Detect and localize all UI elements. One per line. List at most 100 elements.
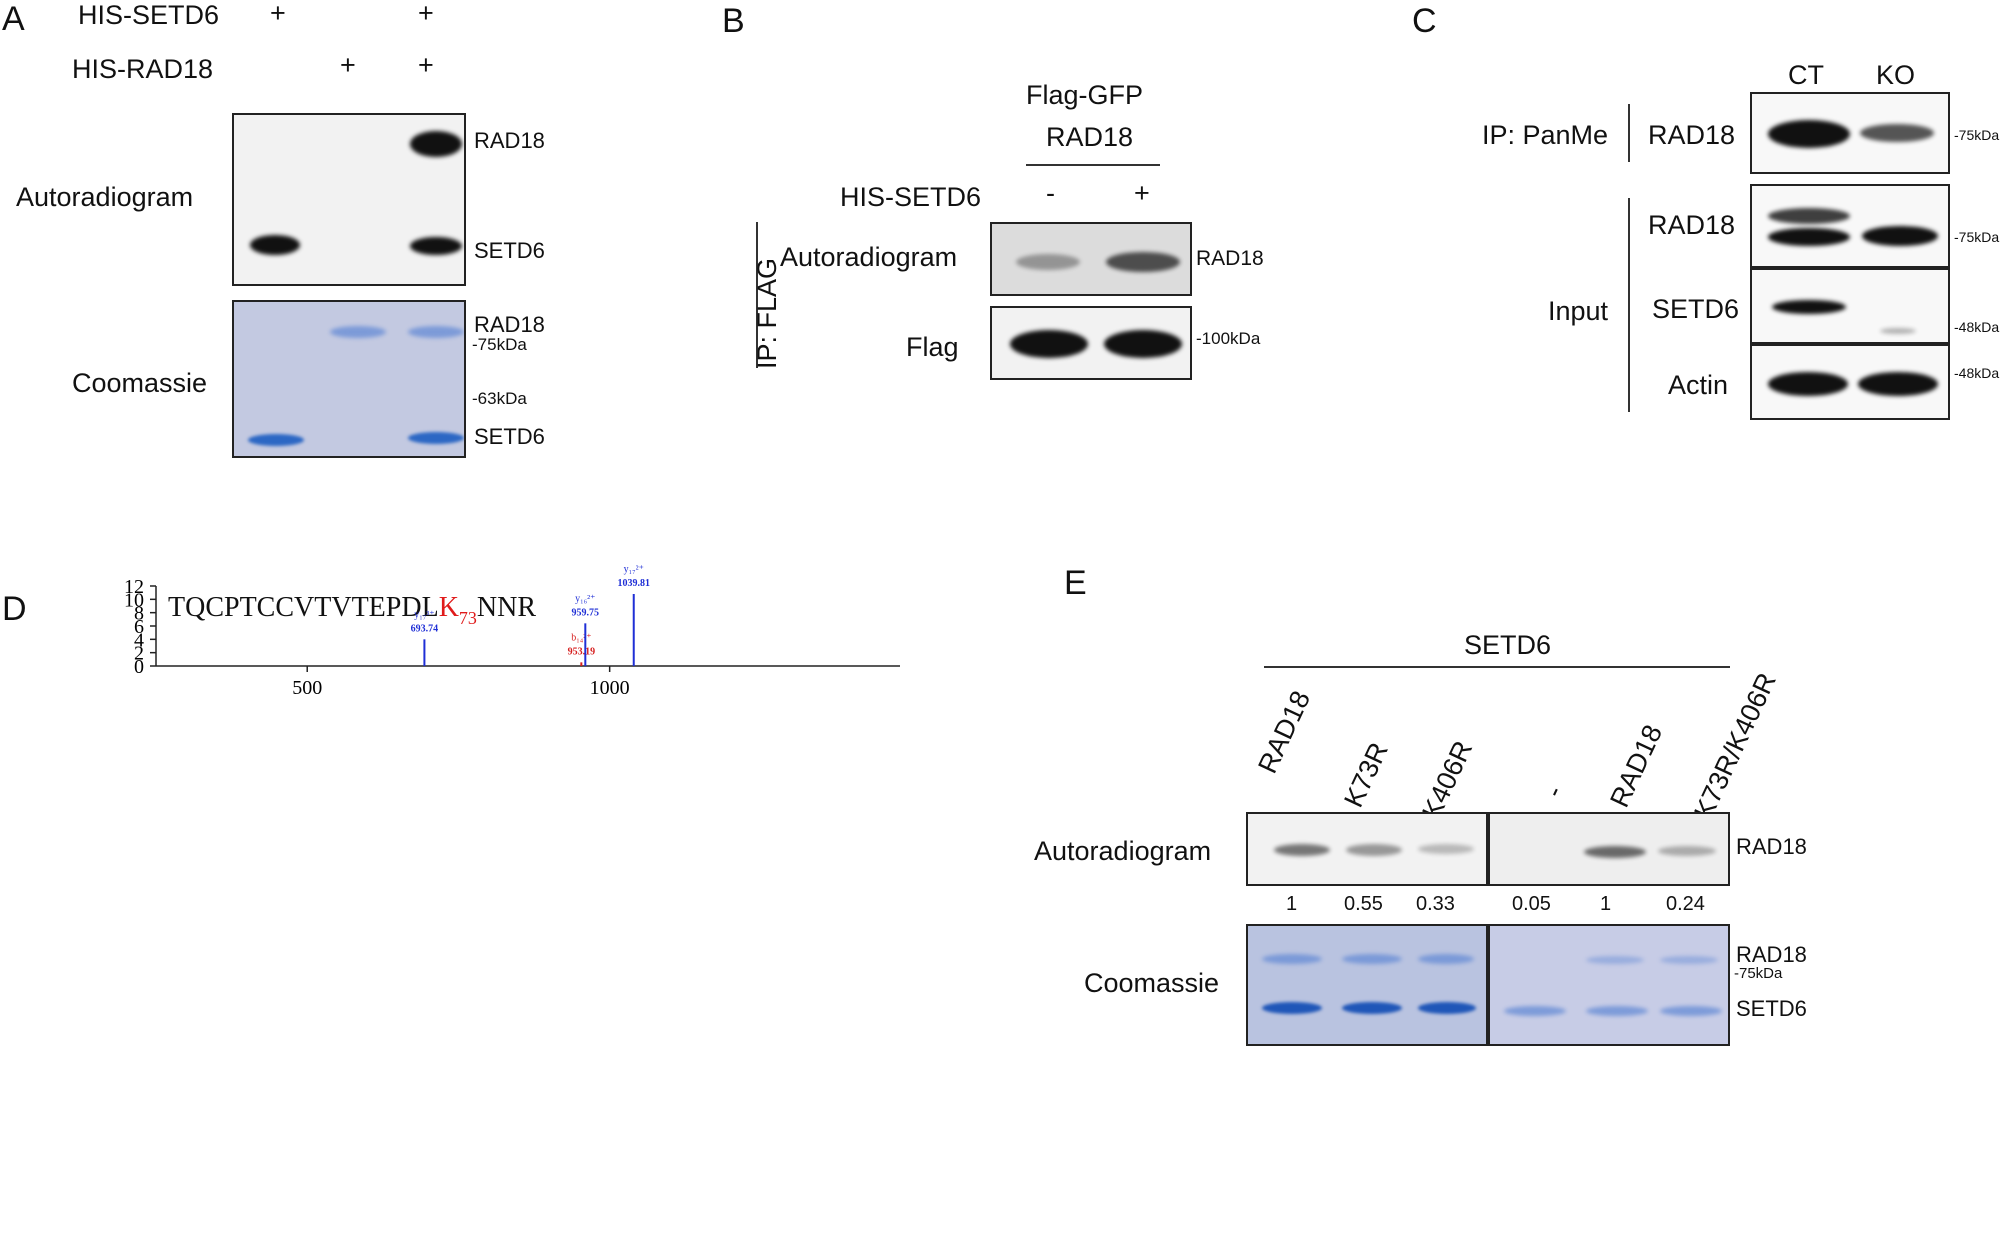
panel-c-ip-bracket — [1628, 104, 1630, 162]
panel-e-autoradiogram-blot-left — [1246, 812, 1488, 886]
panel-a-his-rad18-label: HIS-RAD18 — [72, 54, 214, 84]
top-site: K — [439, 592, 459, 623]
band-flag-lane1 — [1010, 330, 1088, 358]
panel-e-rad18-auto-label: RAD18 — [1736, 834, 1807, 859]
band-e-coom-setd6-2 — [1342, 1002, 1402, 1014]
band-rad18-b-lane1 — [1016, 254, 1080, 270]
panel-a-plus-3: + — [340, 50, 356, 80]
panel-e-letter: E — [1064, 564, 1087, 602]
top-peak-ion-1: b₁₄²⁺ — [571, 632, 591, 643]
panel-b-title-line2: RAD18 — [1046, 122, 1134, 152]
band-e-coom-setd6-5 — [1586, 1006, 1648, 1016]
band-c-in-setd6-ko — [1880, 328, 1916, 334]
band-e-coom-rad18-1 — [1262, 954, 1322, 964]
top-peptide-suffix: NNR — [477, 592, 536, 623]
band-c-ip-ko — [1860, 124, 1934, 142]
panel-e-coom-setd6-label: SETD6 — [1736, 996, 1807, 1021]
band-c-actin-ct — [1768, 372, 1848, 396]
panel-c-input-label: Input — [1548, 296, 1609, 326]
panel-e-coomassie-blot-left — [1246, 924, 1488, 1046]
band-rad18-lane3 — [410, 131, 462, 157]
panel-e-lane-6: K73R/K406R — [1688, 668, 1782, 824]
panel-c-input-rad18-blot — [1750, 184, 1950, 268]
panel-b-autoradiogram-label: Autoradiogram — [780, 242, 958, 272]
panel-e-lane-5: RAD18 — [1604, 720, 1669, 812]
band-e-coom-rad18-3 — [1418, 954, 1474, 964]
top-ytick-label-3: 6 — [134, 616, 144, 638]
band-e-coom-setd6-3 — [1418, 1002, 1476, 1014]
panel-e-coomassie-label: Coomassie — [1084, 968, 1220, 998]
panel-c-input-bracket — [1628, 198, 1630, 412]
panel-e-quant-2: 0.55 — [1344, 893, 1383, 915]
panel-b-mw-100: -100kDa — [1196, 329, 1261, 348]
panel-a-coomassie-blot — [232, 300, 466, 458]
top-peak-ion-2: y₁₆²⁺ — [575, 593, 595, 604]
panel-c-input-actin-label: Actin — [1668, 370, 1729, 400]
band-rad18-coom-lane3 — [408, 326, 464, 338]
panel-b-rad18-label: RAD18 — [1196, 247, 1264, 270]
panel-c-ko-label: KO — [1876, 60, 1916, 90]
panel-e-quant-6: 0.24 — [1666, 893, 1705, 915]
panel-b-autoradiogram-blot — [990, 222, 1192, 296]
panel-a-coom-setd6-label: SETD6 — [474, 424, 545, 449]
panel-c-mw-75-b: -75kDa — [1954, 229, 2000, 245]
panel-a-letter: A — [2, 0, 25, 38]
band-e-coom-rad18-2 — [1342, 954, 1402, 964]
panel-a-plus-4: + — [418, 50, 434, 80]
band-setd6-lane3 — [410, 237, 462, 255]
panel-b-letter: B — [722, 2, 745, 40]
panel-c-ip-rad18-blot — [1750, 92, 1950, 174]
panel-a-setd6-label: SETD6 — [474, 238, 545, 263]
panel-e-mw-75: -75kDa — [1734, 965, 1783, 982]
panel-c-ip-rad18-label: RAD18 — [1648, 120, 1736, 150]
band-rad18-coom-lane2 — [330, 326, 386, 338]
panel-b-ip-label: IP: FLAG — [752, 257, 783, 370]
band-rad18-b-lane2 — [1106, 252, 1180, 272]
panel-e-lane-3: K406R — [1416, 736, 1479, 824]
top-peak-value-3: 1039.81 — [617, 578, 650, 589]
band-e-auto-k73r — [1346, 844, 1402, 856]
panel-e-lane-4: - — [1538, 780, 1570, 802]
panel-c-ip-label: IP: PanMe — [1482, 120, 1609, 150]
band-e-auto-k406r — [1418, 844, 1474, 854]
panel-a-rad18-label: RAD18 — [474, 128, 545, 153]
band-flag-lane2 — [1104, 330, 1182, 358]
panel-e-lane-1: RAD18 — [1252, 686, 1317, 778]
panel-b-his-setd6-label: HIS-SETD6 — [840, 182, 982, 212]
panel-b-title-underline — [1026, 164, 1160, 166]
panel-e-coom-rad18-label: RAD18 — [1736, 942, 1807, 967]
top-peak-value-1: 953.19 — [568, 646, 596, 657]
top-peak-ion-0: y₁₇³⁺ — [414, 609, 434, 620]
panel-e-quant-5: 1 — [1600, 893, 1612, 915]
panel-d-letter: D — [2, 590, 27, 628]
band-c-in-rad18-ct — [1768, 228, 1850, 246]
panel-c-input-setd6-blot — [1750, 268, 1950, 344]
band-c-actin-ko — [1858, 372, 1938, 396]
band-c-ip-ct — [1768, 120, 1850, 148]
band-setd6-lane1 — [250, 235, 300, 255]
panel-b-minus: - — [1046, 178, 1055, 208]
band-e-auto-dm — [1658, 846, 1716, 856]
top-ytick-label-4: 8 — [134, 603, 144, 625]
top-ytick-label-5: 10 — [124, 589, 144, 611]
top-peak-value-2: 959.75 — [572, 607, 600, 618]
top-ytick-label-1: 2 — [134, 643, 144, 665]
panel-c-ct-label: CT — [1788, 60, 1824, 90]
band-e-coom-rad18-6 — [1660, 956, 1718, 964]
panel-b-title-line1: Flag-GFP — [1026, 80, 1144, 110]
panel-b-plus: + — [1134, 178, 1150, 208]
band-e-coom-setd6-6 — [1660, 1006, 1722, 1016]
top-site-sub: 73 — [459, 608, 477, 628]
band-c-in-rad18-ko — [1862, 226, 1938, 246]
top-peak-value-0: 693.74 — [411, 623, 439, 634]
panel-e-quant-3: 0.33 — [1416, 893, 1455, 915]
panel-c-letter: C — [1412, 2, 1437, 40]
panel-c-input-setd6-label: SETD6 — [1652, 294, 1740, 324]
band-setd6-coom-lane1 — [248, 434, 304, 446]
band-setd6-coom-lane3 — [408, 432, 464, 444]
band-c-in-rad18-ct-top — [1768, 208, 1850, 224]
panel-c-input-actin-blot — [1750, 344, 1950, 420]
top-ytick-label-0: 0 — [134, 656, 144, 678]
panel-a-autoradiogram-blot — [232, 113, 466, 286]
